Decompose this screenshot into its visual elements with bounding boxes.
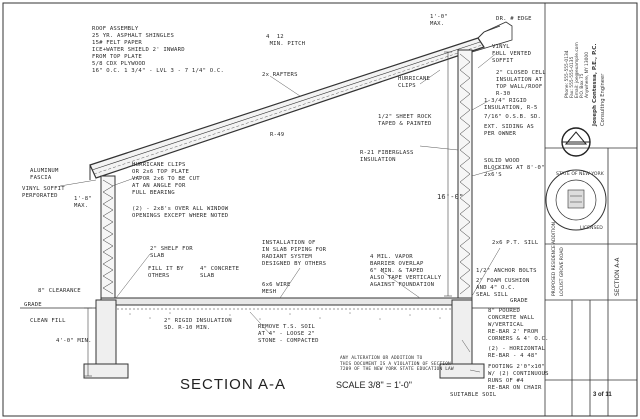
dimension-wall-height (444, 51, 452, 297)
slope-note: 4 12 MIN. PITCH (266, 34, 306, 47)
clean-fill-note: CLEAN FILL (30, 318, 66, 324)
left-foundation (20, 299, 129, 379)
sill-seal-note: SEAL SILL (476, 292, 509, 298)
title-block (544, 3, 637, 416)
headers-note: (2) - 2x8's OVER ALL WINDOW OPENINGS EXC… (132, 206, 229, 219)
pe-seal (545, 169, 607, 231)
overhang-left-note: 1'-8" MAX. (74, 196, 92, 209)
aluminum-fascia-note: ALUMINUM FASCIA (30, 168, 59, 181)
footing-note: FOOTING 2'0"x10" W/ (2) CONTINUOUS RUNS … (488, 364, 549, 391)
violation-note: ANY ALTERATION OR ADDITION TO THIS DOCUM… (340, 356, 454, 372)
section-title: SECTION A-A (180, 376, 287, 393)
mesh-note: 6x6 WIRE MESH (262, 282, 291, 295)
vinyl-soffit-left-note: VINYL SOFFIT PERFORATED (22, 186, 65, 199)
sill-note: 2x6 P.T. SILL (492, 240, 539, 246)
drip-edge-note: DR. # EDGE (496, 16, 532, 22)
vinyl-soffit-right-note: VINYL FULL VENTED SOFFIT (492, 44, 532, 64)
hurricane-top-note: HURRICANE CLIPS (398, 76, 431, 89)
r21-note: R-21 FIBERGLASS INSULATION (360, 150, 414, 163)
wall-height-dimension: 16'-0" (437, 193, 464, 201)
roof (89, 25, 501, 180)
right-wall (457, 49, 473, 301)
clearance-note: 8" CLEARANCE (38, 288, 81, 294)
sheetrock-note: 1/2" SHEET ROCK TAPED & PAINTED (378, 114, 432, 127)
firm-name: Joseph Contessa, P.E., P.C. (592, 43, 598, 126)
sheet-title-block: SECTION A-A (614, 257, 621, 296)
drawing-scale: SCALE 3/8" = 1'-0" (336, 380, 412, 390)
overhang-right-note: 1'-0" MAX. (430, 14, 448, 27)
firm-logo (561, 127, 591, 157)
suitable-soil-note: SUITABLE SOIL (450, 392, 497, 398)
fill-note: FILL IT BY OTHERS (148, 266, 184, 279)
foam-note: 2" FOAM CUSHION AND 4" O.C. (476, 278, 530, 291)
anchor-bolts-note: 1/2" ANCHOR BOLTS (476, 268, 537, 274)
shelf-note: 2" SHELF FOR SLAB (150, 246, 193, 259)
ext-siding-note: EXT. SIDING AS PER OWNER (484, 124, 534, 137)
grade-right-note: GRADE (510, 298, 528, 304)
floor-slab (100, 297, 473, 321)
leader-lines (59, 51, 501, 373)
rigid-insulation-note: 1 3/4" RIGID INSULATION, R-5 (484, 98, 538, 111)
radiant-note: INSTALLATION OF IN SLAB PIPING FOR RADIA… (262, 240, 327, 267)
firm-contact: Phone: 555-555-0134 Fax: 555-555-0135 Em… (565, 42, 590, 98)
remove-soil-note: REMOVE T.S. SOIL AT 4" - LOOSE 2" STONE … (258, 324, 319, 344)
project-name: PROPOSED RESIDENCE ADDITION (552, 222, 557, 296)
hurricane-left-note: HURRICANE CLIPS OR 2x6 TOP PLATE VAPOR 2… (132, 162, 200, 196)
left-wall (100, 175, 116, 301)
dimension-foundation-left (84, 307, 92, 377)
osb-note: 7/16" O.S.B. SD. (484, 114, 542, 120)
poured-wall-note: 8" POURED CONCRETE WALL W/VERTICAL RE-BA… (488, 308, 549, 342)
grade-left-note: GRADE (24, 302, 42, 308)
seal-ring-text: STATE OF NEW YORK (556, 172, 604, 177)
sheet-number: 3 of 11 (593, 392, 612, 398)
firm-subtitle: Consulting Engineer (600, 73, 606, 126)
project-road: LOCUST GROVE ROAD (560, 247, 565, 296)
rigid-under-slab-note: 2" RIGID INSULATION SD. R-10 MIN. (164, 318, 232, 331)
eave-detail-right (471, 21, 513, 53)
vapor-barrier-note: 4 MIL. VAPOR BARRIER OVERLAP 6" MIN. & T… (370, 254, 442, 288)
solid-wood-note: SOLID WOOD BLOCKING AT 8'-0" 2x6'S (484, 158, 545, 178)
roof-assembly-note: ROOF ASSEMBLY 25 YR. ASPHALT SHINGLES 15… (92, 26, 225, 74)
foundation-depth-note: 4'-0" MIN. (56, 338, 92, 344)
seal-licensed-text: LICENSED (580, 226, 603, 231)
closed-cell-note: 2" CLOSED CELL INSULATION AT TOP WALL/RO… (496, 70, 546, 97)
slab-note: 4" CONCRETE SLAB (200, 266, 240, 279)
rafters-note: 2x RAFTERS (262, 72, 298, 78)
horizontal-rebar-note: (2) - HORIZONTAL RE-BAR - 4 48" (488, 346, 546, 359)
r49-note: R-49 (270, 132, 285, 138)
right-foundation (439, 299, 520, 379)
